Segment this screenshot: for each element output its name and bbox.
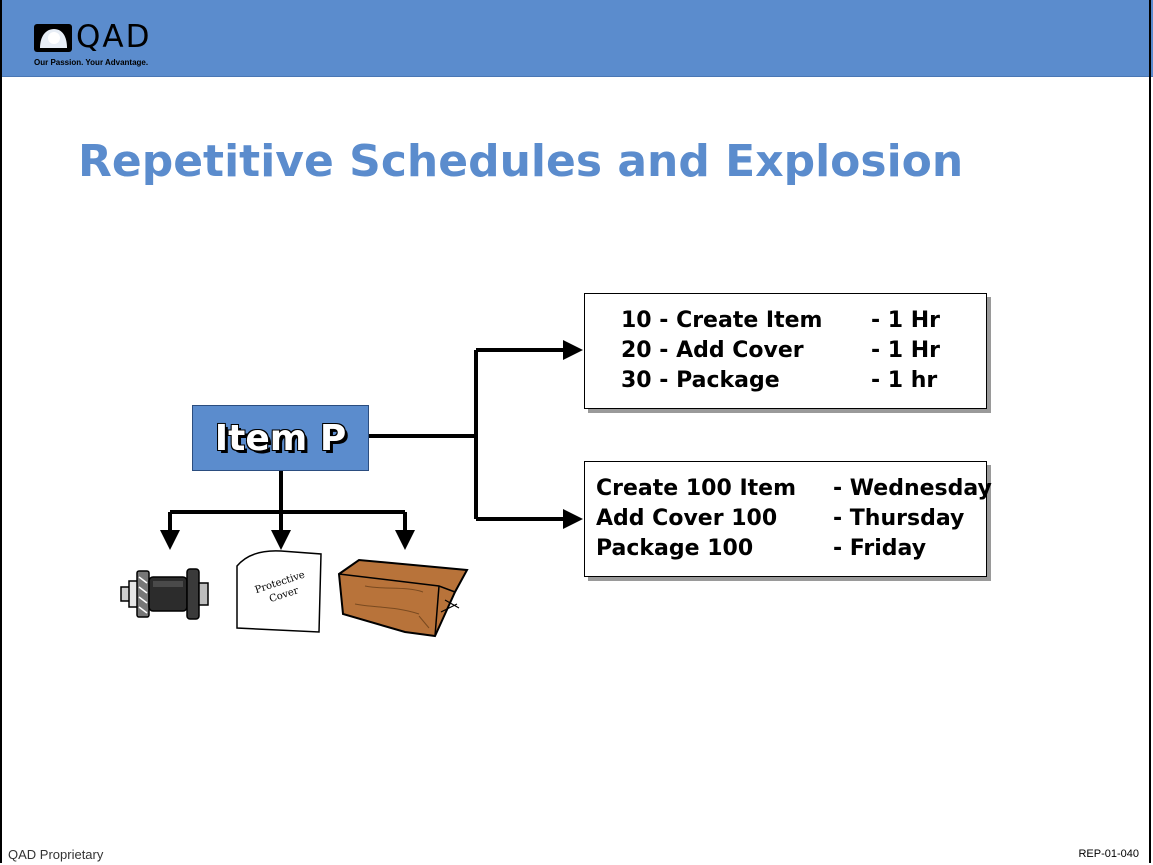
schedule-day: - Friday — [833, 536, 927, 561]
footer-proprietary: QAD Proprietary — [8, 847, 104, 862]
schedule-day: - Wednesday — [833, 476, 992, 501]
schedule-task: Add Cover 100 — [596, 506, 778, 531]
schedule-row: Package 100 - Friday — [596, 534, 926, 564]
bolt-icon — [120, 568, 209, 620]
schedule-row: Create 100 Item - Wednesday — [596, 474, 992, 504]
operation-row: 20 - Add Cover - 1 Hr — [621, 336, 940, 366]
footer-slide-id: REP-01-040 — [1078, 848, 1139, 860]
operation-step: 30 - Package — [621, 368, 780, 393]
operations-box: 10 - Create Item - 1 Hr 20 - Add Cover -… — [584, 293, 987, 409]
package-icon — [337, 558, 469, 638]
slide-title: Repetitive Schedules and Explosion — [78, 136, 964, 187]
schedule-day: - Thursday — [833, 506, 965, 531]
brand-tagline: Our Passion. Your Advantage. — [34, 58, 149, 67]
item-p-box: Item P — [192, 405, 369, 471]
schedule-row: Add Cover 100 - Thursday — [596, 504, 964, 534]
protective-cover-icon: Protective Cover — [233, 548, 325, 634]
item-p-label: Item P — [214, 417, 347, 459]
operation-row: 30 - Package - 1 hr — [621, 366, 937, 396]
operation-duration: - 1 Hr — [871, 308, 941, 333]
operation-duration: - 1 Hr — [871, 338, 941, 363]
schedule-task: Package 100 — [596, 536, 754, 561]
schedule-box: Create 100 Item - Wednesday Add Cover 10… — [584, 461, 992, 577]
header-bar: QAD Our Passion. Your Advantage. — [0, 0, 1153, 77]
operation-step: 20 - Add Cover — [621, 338, 804, 363]
operation-row: 10 - Create Item - 1 Hr — [621, 306, 940, 336]
qad-logo-icon — [34, 24, 72, 52]
operation-duration: - 1 hr — [871, 368, 938, 393]
brand-name: QAD — [76, 19, 152, 55]
schedule-task: Create 100 Item — [596, 476, 796, 501]
operation-step: 10 - Create Item — [621, 308, 823, 333]
